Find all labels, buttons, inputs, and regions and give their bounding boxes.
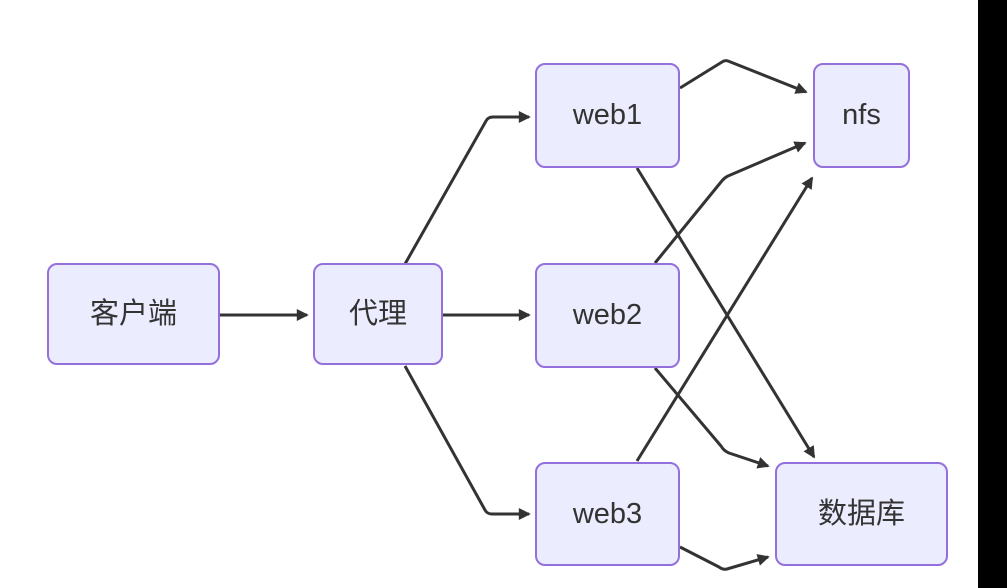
edge-proxy-web1	[403, 111, 531, 265]
node-web3: web3	[535, 462, 680, 566]
node-client-label: 客户端	[89, 297, 177, 330]
edge-proxy-web3	[403, 365, 531, 520]
edge-web3-db	[679, 545, 770, 571]
node-nfs-label: nfs	[842, 99, 881, 131]
node-nfs: nfs	[813, 63, 910, 168]
node-web1: web1	[535, 63, 680, 168]
edge-web2-nfs	[653, 141, 807, 264]
edge-web1-nfs	[679, 59, 808, 94]
node-client: 客户端	[47, 263, 220, 365]
node-db-label: 数据库	[817, 497, 905, 530]
black-strip	[978, 0, 1007, 588]
node-proxy: 代理	[313, 263, 443, 365]
node-db: 数据库	[775, 462, 948, 566]
node-web3-label: web3	[572, 497, 643, 530]
edge-web2-db	[653, 367, 770, 469]
edge-web3-nfs	[635, 176, 814, 462]
node-web1-label: web1	[572, 99, 643, 131]
node-web2-label: web2	[572, 299, 643, 331]
node-proxy-label: 代理	[348, 297, 407, 330]
edge-web1-db	[635, 167, 816, 459]
node-web2: web2	[535, 263, 680, 368]
